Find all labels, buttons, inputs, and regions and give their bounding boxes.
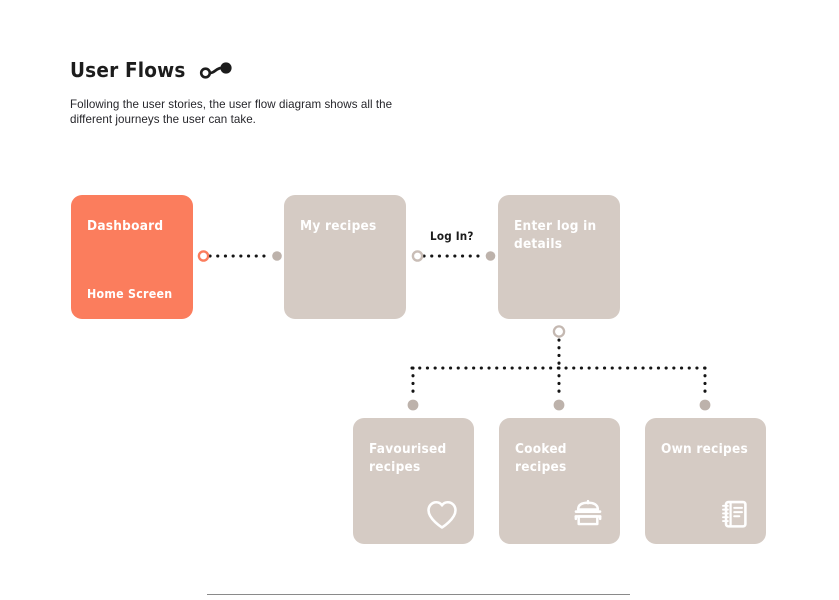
card-title: My recipes (300, 218, 377, 234)
branch-target-node-own (699, 399, 711, 411)
flow-card-cooked-recipes[interactable]: Cooked recipes (499, 418, 620, 544)
edge-login-branch-tree (407, 325, 711, 411)
flow-card-dashboard[interactable]: Dashboard Home Screen (71, 195, 193, 319)
card-title: Own recipes (661, 441, 748, 457)
flow-card-my-recipes[interactable]: My recipes (284, 195, 406, 319)
edge-label-log-in: Log In? (430, 229, 474, 243)
edge-source-node-my-recipes (411, 250, 424, 262)
recipe-notebook-icon (722, 500, 747, 528)
flow-card-favourised-recipes[interactable]: Favourised recipes (353, 418, 474, 544)
card-subtitle: Home Screen (87, 287, 173, 301)
card-title: Cooked recipes (515, 441, 567, 475)
edge-dashboard-to-my-recipes (197, 250, 282, 262)
edge-my-recipes-to-login (411, 250, 496, 262)
page-title: User Flows (70, 58, 186, 82)
footer-divider (207, 594, 630, 595)
card-title: Favourised recipes (369, 441, 447, 475)
page-header: User Flows Following the user stories, t… (70, 56, 500, 128)
heart-icon (427, 500, 457, 529)
branch-target-node-cooked (553, 399, 565, 411)
branch-source-node-login (552, 325, 566, 338)
card-title: Dashboard (87, 218, 164, 234)
edge-source-node-dashboard (197, 250, 210, 262)
cooking-pot-icon (574, 499, 602, 526)
page-subtitle: Following the user stories, the user flo… (70, 98, 393, 127)
card-title: Enter log in details (514, 218, 597, 252)
flow-card-own-recipes[interactable]: Own recipes (645, 418, 766, 544)
branch-target-node-favourised (407, 399, 419, 411)
edge-target-node-my-recipes (272, 251, 282, 261)
edge-target-node-login (485, 251, 496, 261)
flow-card-enter-log-in-details[interactable]: Enter log in details (498, 195, 620, 319)
page-title-row: User Flows (70, 56, 500, 84)
flow-node-icon (199, 62, 232, 79)
